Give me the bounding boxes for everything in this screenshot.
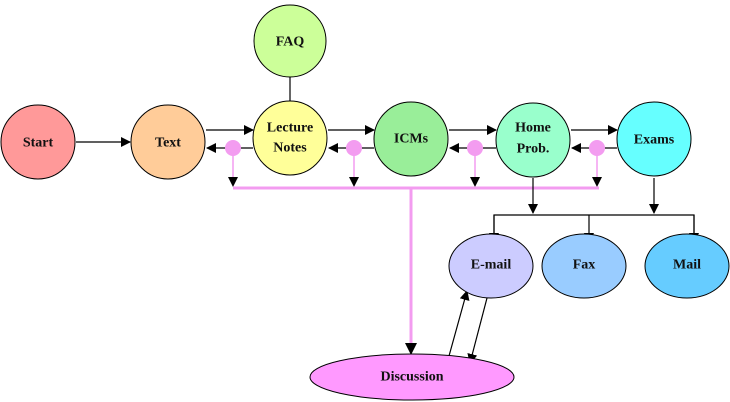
- node-start[interactable]: Start: [0, 104, 76, 180]
- node-fax[interactable]: Fax: [541, 233, 627, 299]
- discussion-trunk-arrow: [405, 343, 417, 355]
- node-exams[interactable]: Exams: [616, 101, 692, 177]
- node-lecture-label-line2: Notes: [273, 141, 307, 156]
- node-mail-label: Mail: [673, 258, 701, 273]
- node-discussion[interactable]: Discussion: [309, 353, 515, 401]
- edge-discussion-to-email: [448, 290, 470, 357]
- drop-arrow-1: [228, 177, 238, 187]
- node-discussion-label: Discussion: [380, 370, 443, 385]
- node-email-label: E-mail: [471, 258, 512, 273]
- node-text-label: Text: [155, 136, 181, 151]
- connector-dot-1: [225, 140, 241, 156]
- connector-dot-4: [589, 140, 605, 156]
- node-home-label-line1: Home: [515, 121, 551, 136]
- node-icms[interactable]: ICMs: [373, 101, 449, 177]
- node-email[interactable]: E-mail: [448, 233, 534, 299]
- edge-email-to-discussion: [467, 297, 488, 364]
- drop-arrow-3: [470, 177, 480, 187]
- node-mail[interactable]: Mail: [644, 233, 730, 299]
- node-text[interactable]: Text: [130, 104, 206, 180]
- drop-arrow-2: [349, 177, 359, 187]
- node-lecture-notes[interactable]: Lecture Notes: [252, 100, 328, 176]
- node-home-label-line2: Prob.: [517, 142, 550, 157]
- connector-dot-3: [467, 140, 483, 156]
- node-lecture-label-line1: Lecture: [267, 121, 313, 136]
- node-fax-label: Fax: [573, 258, 596, 273]
- node-home-prob[interactable]: Home Prob.: [495, 102, 571, 178]
- node-exams-label: Exams: [634, 133, 675, 148]
- node-icms-label: ICMs: [394, 132, 429, 147]
- node-start-label: Start: [23, 136, 54, 151]
- node-faq[interactable]: FAQ: [253, 4, 327, 78]
- node-faq-label: FAQ: [276, 35, 305, 50]
- drop-arrow-4: [592, 177, 602, 187]
- connector-dot-2: [346, 140, 362, 156]
